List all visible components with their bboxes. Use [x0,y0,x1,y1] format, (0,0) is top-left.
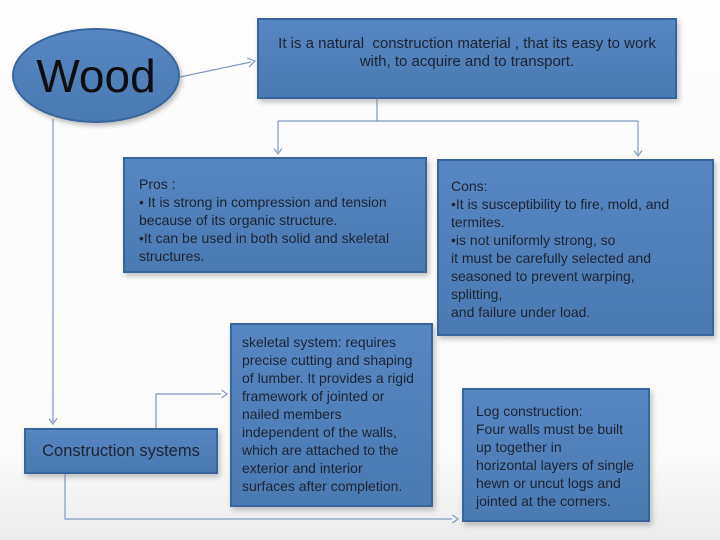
arrowhead-right-icon [221,389,229,399]
intro-box: It is a natural construction material , … [257,18,677,99]
pros-box: Pros : • It is strong in compression and… [123,157,427,273]
arrowhead-down-icon [633,150,643,158]
connector-construction-to-log [64,474,460,524]
construction-systems-label: Construction systems [42,442,200,460]
cons-box: Cons: •It is susceptibility to fire, mol… [437,159,714,336]
connector-construction-to-skeletal [155,389,229,428]
arrowhead-right-icon [246,57,257,68]
wood-ellipse: Wood [12,28,180,123]
connector-wood-to-intro [179,57,257,78]
construction-systems-box: Construction systems [24,428,218,474]
arrowhead-down-icon [48,418,58,426]
skeletal-system-box: skeletal system: requires precise cuttin… [230,323,433,507]
wood-label: Wood [36,49,156,102]
arrowhead-right-icon [452,514,460,524]
connector-intro-to-pros-cons [273,99,643,158]
log-construction-box: Log construction: Four walls must be bui… [462,388,650,522]
connector-wood-to-construction [48,119,58,426]
arrowhead-down-icon [273,148,283,156]
